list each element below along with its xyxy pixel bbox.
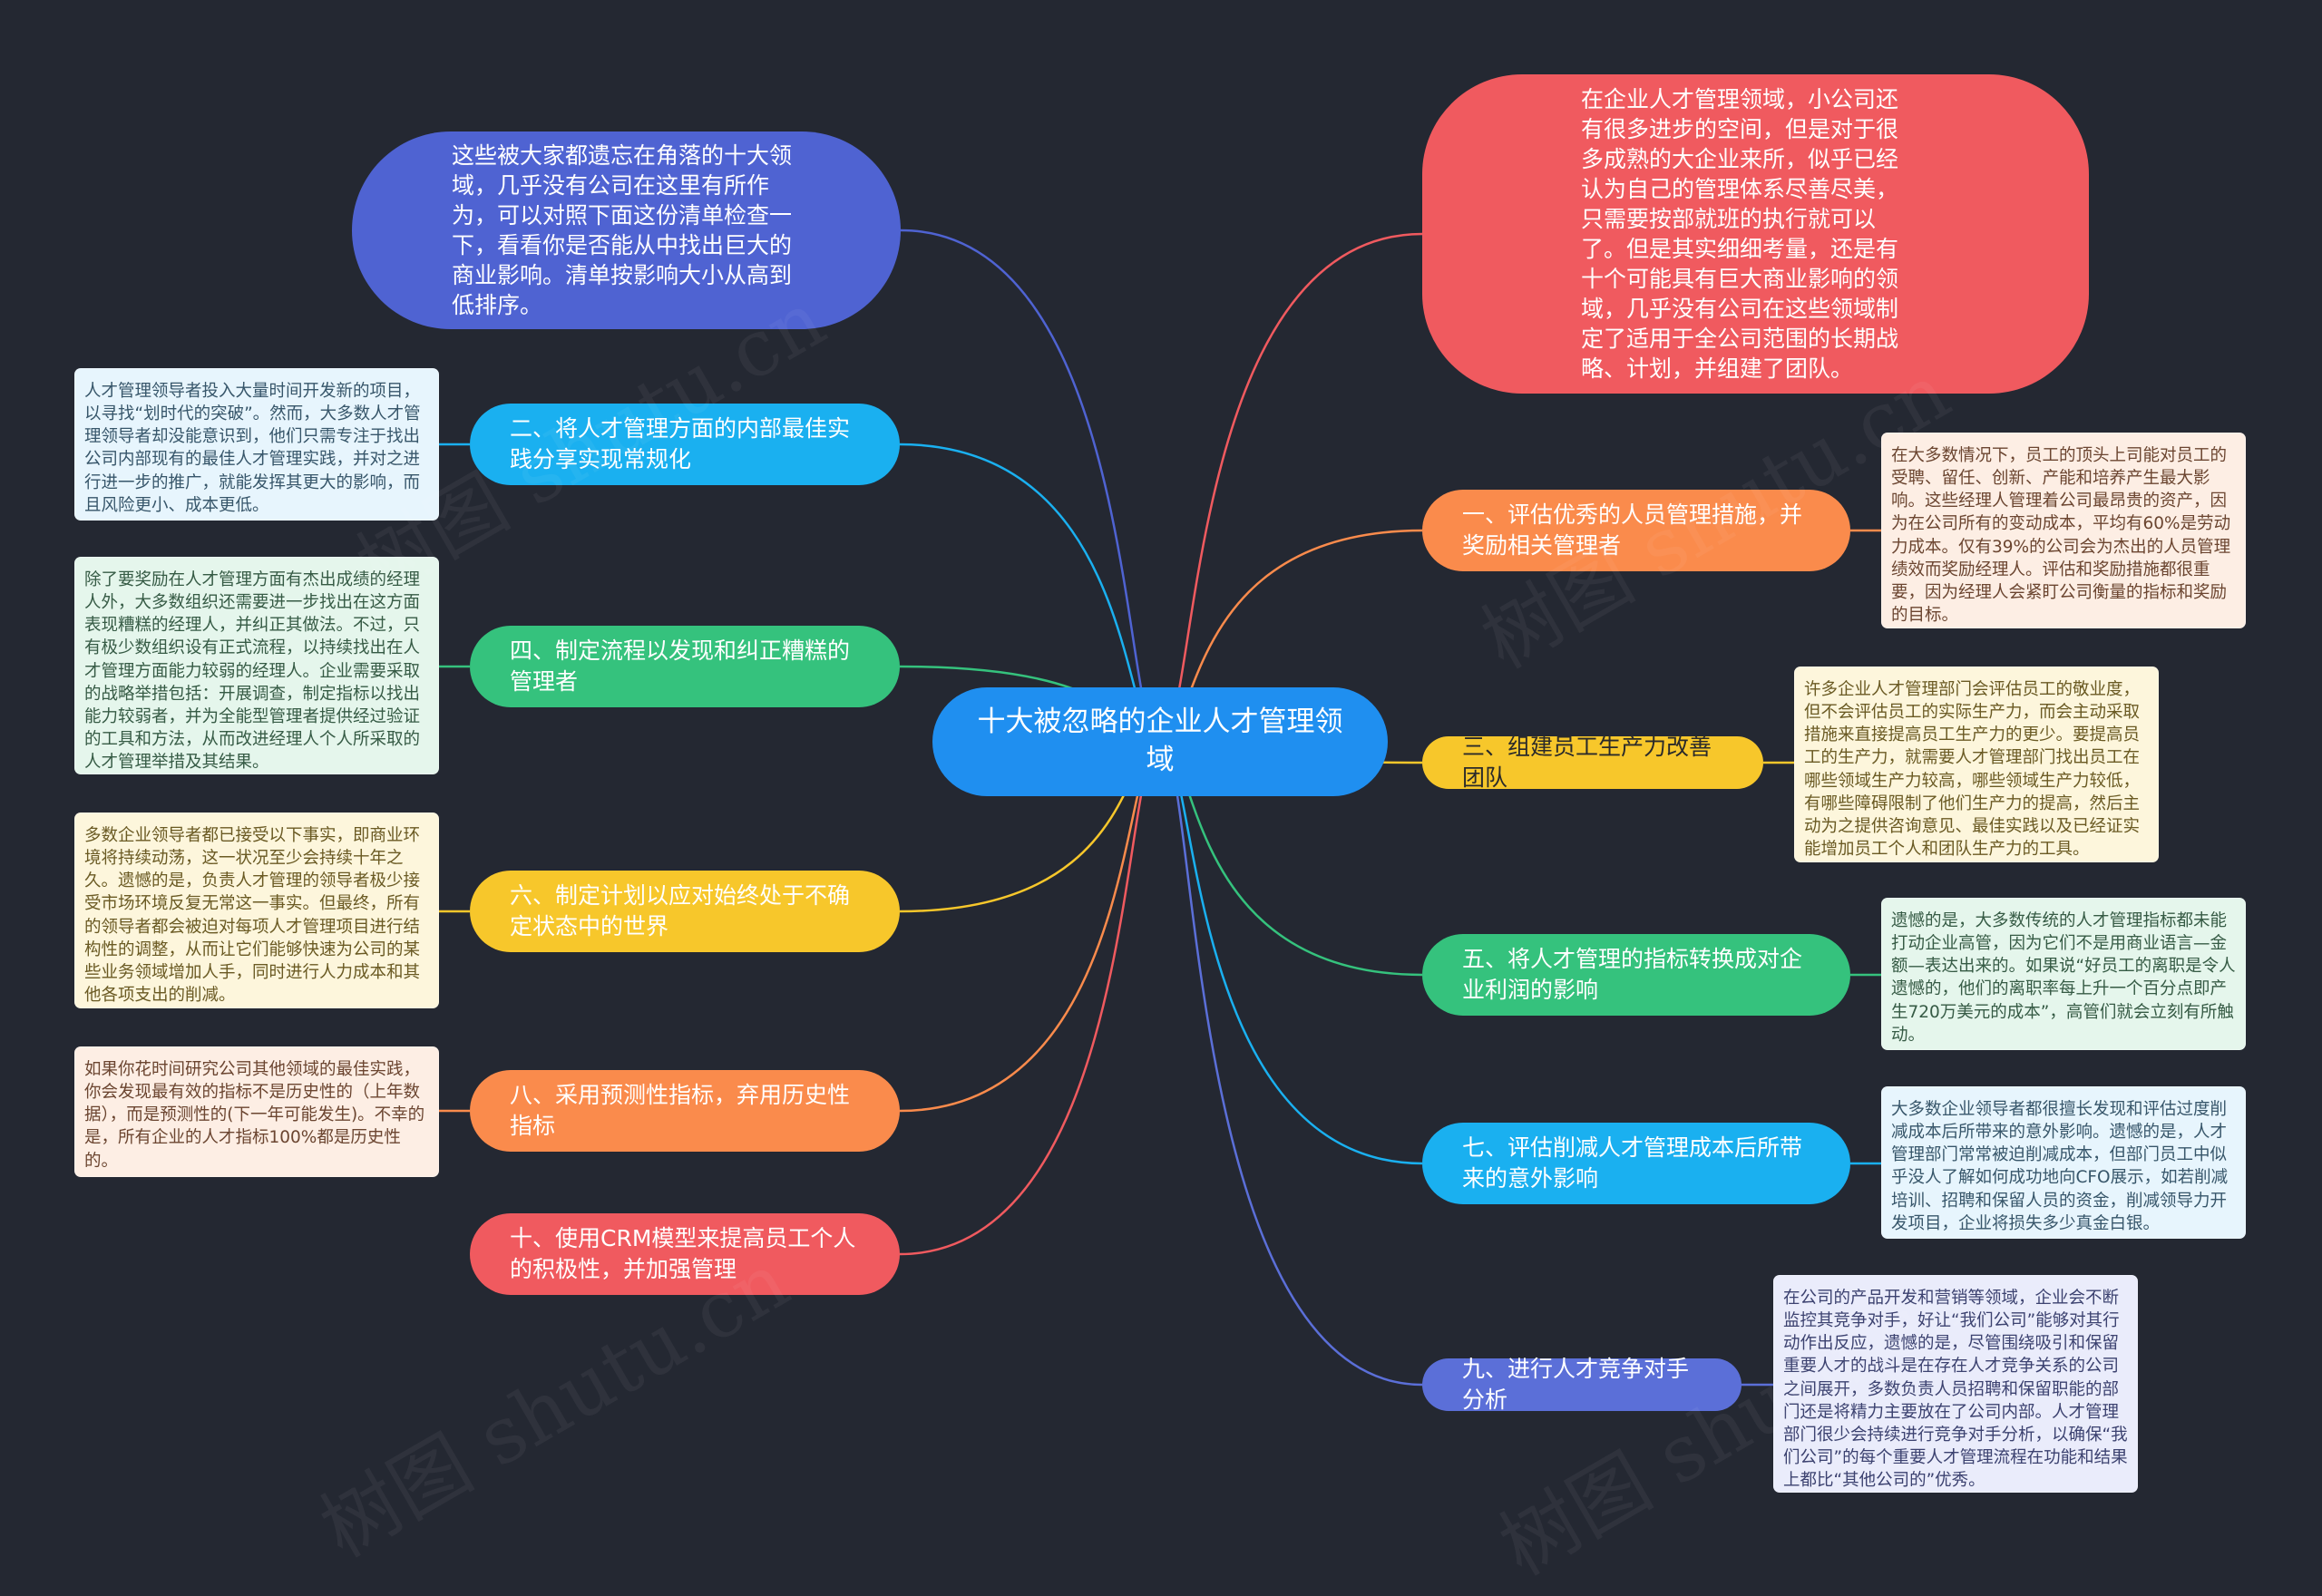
topic-2[interactable]: 二、将人才管理方面的内部最佳实践分享实现常规化 bbox=[470, 404, 900, 485]
topic-5[interactable]: 五、将人才管理的指标转换成对企业利润的影响 bbox=[1422, 934, 1850, 1016]
note-topic-7: 大多数企业领导者都很擅长发现和评估过度削减成本后所带来的意外影响。遗憾的是，人才… bbox=[1881, 1086, 2246, 1239]
note-topic-4: 除了要奖励在人才管理方面有杰出成绩的经理人外，大多数组织还需要进一步找出在这方面… bbox=[74, 557, 439, 774]
center-node[interactable]: 十大被忽略的企业人才管理领域 bbox=[932, 687, 1388, 796]
topic-9[interactable]: 九、进行人才竞争对手分析 bbox=[1422, 1356, 1742, 1413]
intro-left-bubble[interactable]: 这些被大家都遗忘在角落的十大领域，几乎没有公司在这里有所作为，可以对照下面这份清… bbox=[352, 131, 901, 329]
note-topic-9: 在公司的产品开发和营销等领域，企业会不断监控其竞争对手，好让“我们公司”能够对其… bbox=[1773, 1275, 2138, 1493]
topic-10[interactable]: 十、使用CRM模型来提高员工个人的积极性，并加强管理 bbox=[470, 1213, 900, 1295]
note-topic-1: 在大多数情况下，员工的顶头上司能对员工的受聘、留任、创新、产能和培养产生最大影响… bbox=[1881, 433, 2246, 628]
topic-1[interactable]: 一、评估优秀的人员管理措施，并奖励相关管理者 bbox=[1422, 490, 1850, 571]
link-topic-8 bbox=[899, 740, 1161, 1113]
note-topic-3: 许多企业人才管理部门会评估员工的敬业度，但不会评估员工的实际生产力，而会主动采取… bbox=[1794, 667, 2159, 862]
note-topic-6: 多数企业领导者都已接受以下事实，即商业环境将持续动荡，这一状况至少会持续十年之久… bbox=[74, 813, 439, 1008]
topic-8[interactable]: 八、采用预测性指标，弃用历史性指标 bbox=[470, 1070, 900, 1152]
link-topic-10 bbox=[899, 740, 1161, 1256]
note-topic-2: 人才管理领导者投入大量时间开发新的项目，以寻找“划时代的突破”。然而，大多数人才… bbox=[74, 368, 439, 521]
note-topic-8: 如果你花时间研究公司其他领域的最佳实践，你会发现最有效的指标不是历史性的（上年数… bbox=[74, 1046, 439, 1177]
note-topic-5: 遗憾的是，大多数传统的人才管理指标都未能打动企业高管，因为它们不是用商业语言—金… bbox=[1881, 898, 2246, 1050]
intro-right-bubble[interactable]: 在企业人才管理领域，小公司还有很多进步的空间，但是对于很多成熟的大企业来所，似乎… bbox=[1422, 74, 2089, 394]
link-topic-7 bbox=[1159, 740, 1423, 1165]
topic-3[interactable]: 三、组建员工生产力改善团队 bbox=[1422, 734, 1763, 791]
topic-7[interactable]: 七、评估削减人才管理成本后所带来的意外影响 bbox=[1422, 1123, 1850, 1204]
link-topic-9 bbox=[1159, 740, 1423, 1387]
topic-4[interactable]: 四、制定流程以发现和纠正糟糕的管理者 bbox=[470, 626, 900, 707]
topic-6[interactable]: 六、制定计划以应对始终处于不确定状态中的世界 bbox=[470, 871, 900, 952]
link-intro-right bbox=[1159, 232, 1423, 744]
